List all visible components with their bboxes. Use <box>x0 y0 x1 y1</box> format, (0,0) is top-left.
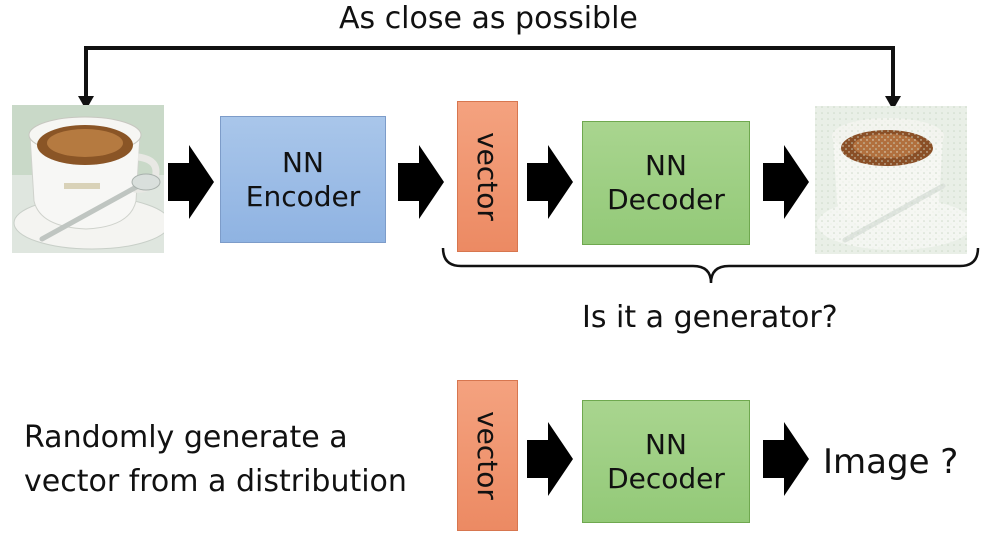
nn-decoder-box-bottom: NN Decoder <box>582 400 750 523</box>
feedback-connector <box>84 46 895 100</box>
vector-box: vector <box>457 101 518 252</box>
random-vector-text-line1: Randomly generate a <box>24 420 348 455</box>
arrow-vector-to-decoder-bottom <box>527 422 573 496</box>
input-coffee-cup-image <box>12 105 164 253</box>
nn-decoder-box: NN Decoder <box>582 121 750 245</box>
top-label: As close as possible <box>339 1 638 36</box>
output-image-question-label: Image ? <box>823 442 959 482</box>
arrow-decoder-to-output <box>763 145 809 219</box>
output-reconstructed-image <box>815 106 967 254</box>
arrow-decoder-to-image-bottom <box>763 422 809 496</box>
decoder-bottom-line2: Decoder <box>607 461 725 495</box>
vector-box-bottom: vector <box>457 380 518 531</box>
random-vector-text-line2: vector from a distribution <box>24 464 407 499</box>
arrow-vector-to-decoder <box>527 145 573 219</box>
feedback-arrowhead-right <box>885 96 901 110</box>
vector-label: vector <box>471 132 504 221</box>
generator-question-label: Is it a generator? <box>582 300 838 335</box>
generator-brace <box>441 247 980 284</box>
encoder-line1: NN <box>282 145 324 179</box>
vector-label-bottom: vector <box>471 411 504 500</box>
feedback-arrowhead-left <box>78 96 94 110</box>
decoder-line1: NN <box>645 149 687 182</box>
decoder-line2: Decoder <box>607 183 725 216</box>
nn-encoder-box: NN Encoder <box>220 116 386 243</box>
decoder-bottom-line1: NN <box>645 427 687 461</box>
arrow-encoder-to-vector <box>398 145 444 219</box>
encoder-line2: Encoder <box>245 179 361 213</box>
arrow-image-to-encoder <box>168 145 214 219</box>
